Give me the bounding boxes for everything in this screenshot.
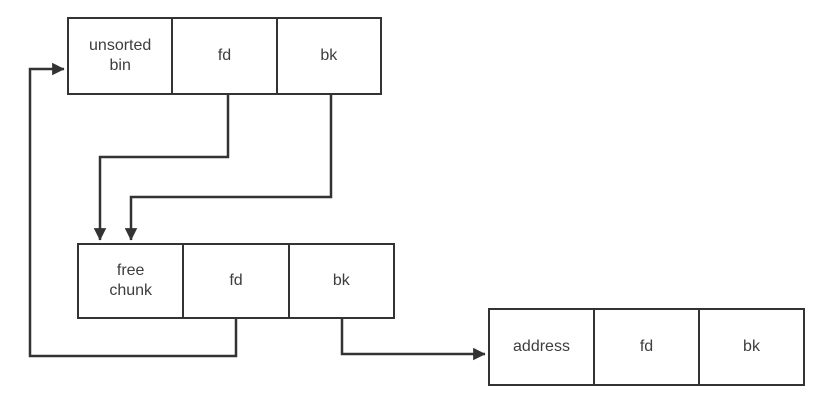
unsorted-bin-box: unsorted bin fd bk (67, 17, 382, 95)
free-chunk-label-cell: free chunk (79, 245, 185, 317)
free-chunk-box: free chunk fd bk (77, 243, 395, 319)
address-box: address fd bk (488, 308, 805, 386)
unsorted-bin-fd-cell: fd (173, 19, 278, 93)
arrow-free-chunk-bk-to-address (340, 318, 486, 361)
address-bk-cell: bk (743, 338, 760, 355)
arrow-unsorted-bin-bk-to-free-chunk (124, 95, 333, 241)
unsorted-bin-label-cell: unsorted bin (69, 19, 174, 93)
free-chunk-fd-cell: fd (184, 245, 290, 317)
arrow-free-chunk-fd-to-unsorted-bin (28, 62, 238, 358)
address-label-cell: address (490, 310, 595, 384)
address-fd-cell: fd (595, 310, 700, 384)
arrow-unsorted-bin-fd-to-free-chunk (93, 95, 230, 241)
free-chunk-bk-cell: bk (332, 272, 350, 289)
unsorted-bin-bk-cell: bk (320, 47, 338, 64)
